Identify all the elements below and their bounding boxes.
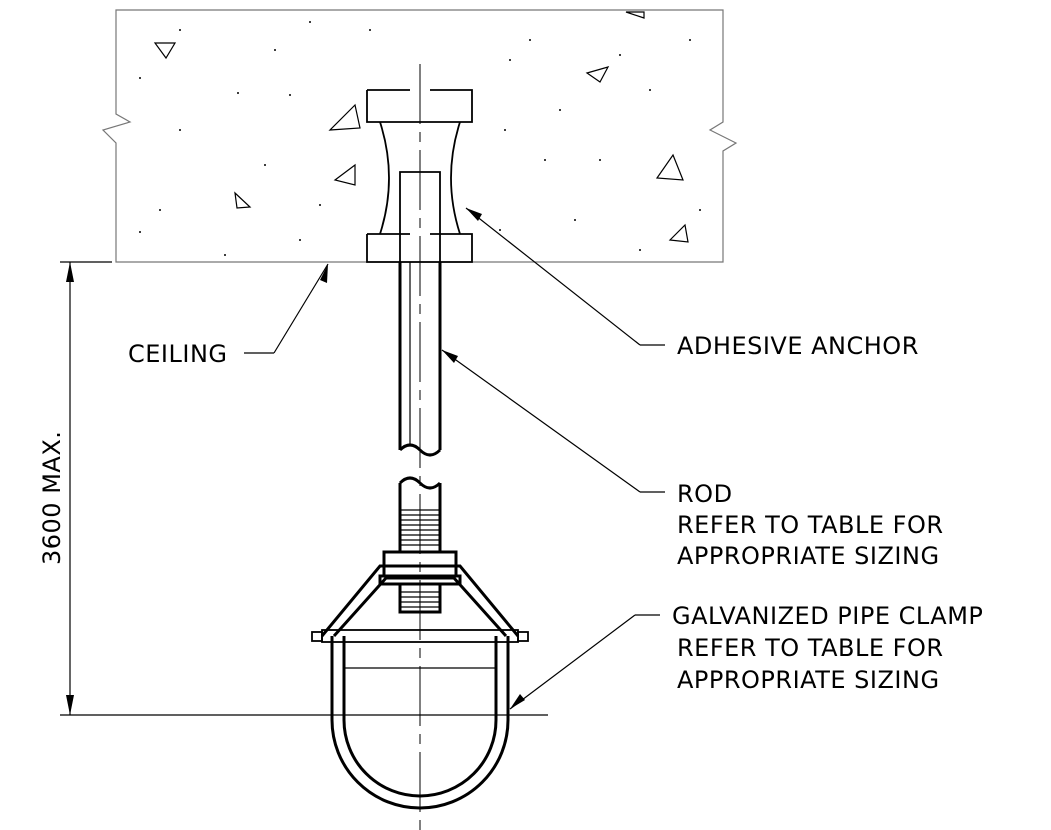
aggregate-mark bbox=[234, 191, 252, 209]
rod-label: ROD bbox=[677, 480, 733, 508]
ceiling-label: CEILING bbox=[128, 340, 228, 368]
dimension-label: 3600 MAX. bbox=[38, 431, 66, 565]
leader-pipe-clamp bbox=[509, 614, 660, 710]
aggregate-mark bbox=[668, 223, 689, 243]
rod-note-line-2: APPROPRIATE SIZING bbox=[677, 542, 940, 570]
aggregate-mark bbox=[153, 42, 177, 60]
concrete-slab bbox=[101, 9, 738, 263]
aggregate-dots bbox=[139, 21, 701, 256]
pipe-clamp-note-line-1: REFER TO TABLE FOR bbox=[677, 634, 944, 662]
dimension-3600-max: 3600 MAX. bbox=[38, 261, 548, 716]
rod-note-line-1: REFER TO TABLE FOR bbox=[677, 511, 944, 539]
aggregate-mark bbox=[585, 66, 610, 83]
leader-ceiling bbox=[244, 263, 329, 354]
leader-adhesive-anchor bbox=[465, 207, 665, 346]
adhesive-anchor-label: ADHESIVE ANCHOR bbox=[677, 332, 919, 360]
pipe-clamp-label: GALVANIZED PIPE CLAMP bbox=[672, 602, 983, 630]
aggregate-mark bbox=[655, 153, 684, 181]
leader-rod bbox=[441, 349, 665, 493]
aggregate-mark bbox=[328, 103, 361, 131]
pipe-clamp-note-line-2: APPROPRIATE SIZING bbox=[677, 666, 940, 694]
aggregate-mark bbox=[333, 163, 356, 186]
aggregate-mark bbox=[625, 11, 645, 19]
